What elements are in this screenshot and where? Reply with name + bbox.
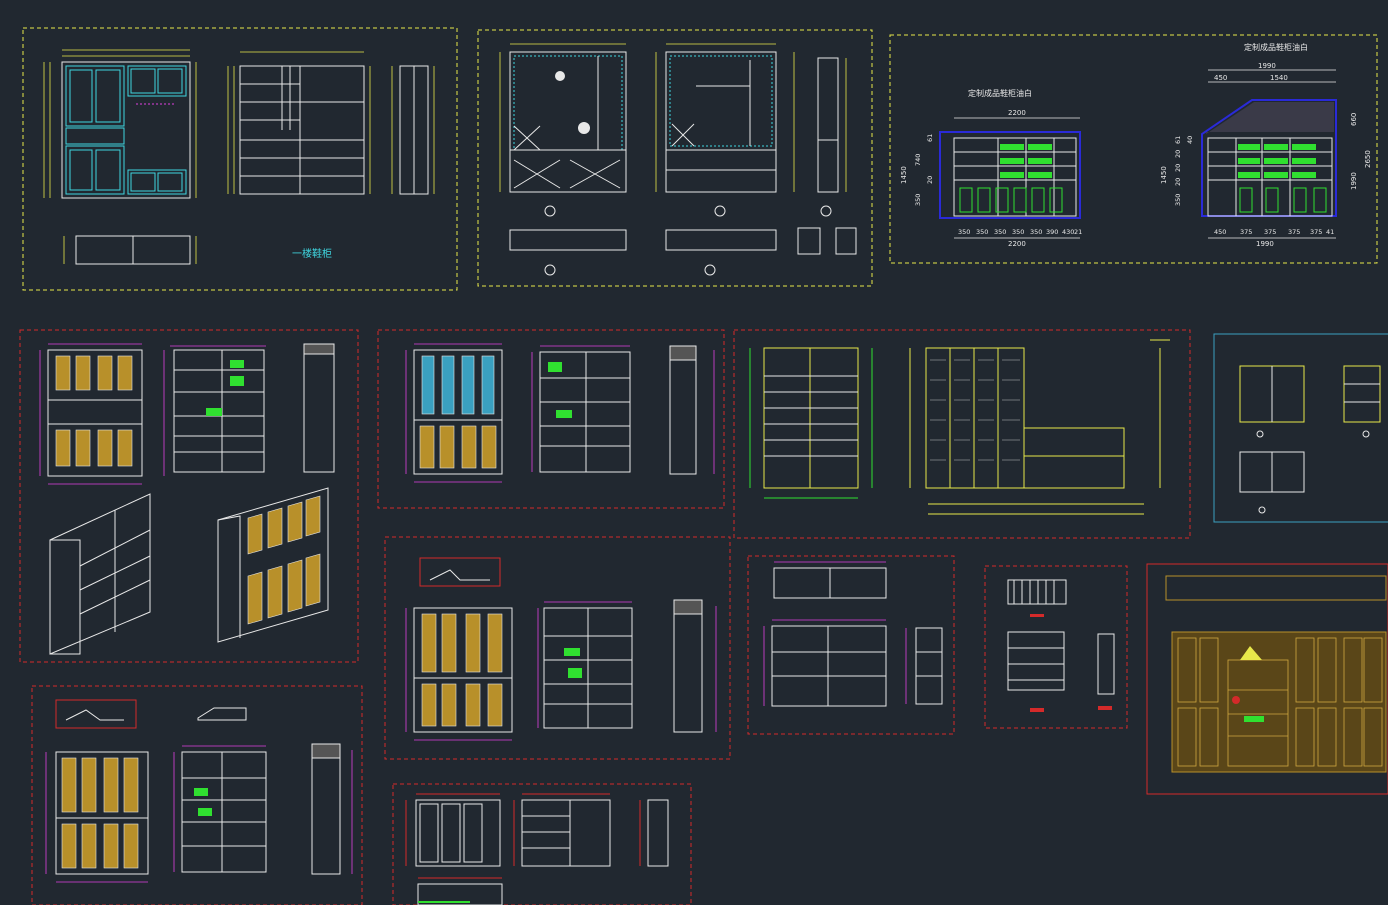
dim-right-part-2: 20	[1174, 164, 1182, 172]
side-section	[399, 65, 429, 195]
panel-12-shoe-cabinet	[31, 685, 363, 905]
dim-left-seg-3: 350	[1012, 228, 1024, 236]
panel-11-wardrobe-elevation	[1146, 563, 1388, 795]
panel-10-rack-details	[984, 565, 1128, 729]
dim-left-part-1: 350	[914, 194, 922, 206]
dim-left-seg-0: 350	[958, 228, 970, 236]
panel-7-small-cabinet	[1213, 333, 1388, 523]
dim-left-part-2: 20	[926, 176, 934, 184]
internal-elevation	[239, 65, 365, 195]
dim-left-seg-7: 21	[1074, 228, 1082, 236]
dim-right-part-1: 20	[1174, 178, 1182, 186]
dim-right-seg-1: 375	[1240, 228, 1252, 236]
dim-right-part-4: 61	[1174, 136, 1182, 144]
dim-left-height: 1450	[900, 166, 908, 184]
dim-left-part-3: 61	[926, 134, 934, 142]
dim-right-top1: 1990	[1258, 62, 1276, 70]
dim-right-top2-1: 1540	[1270, 74, 1288, 82]
dim-left-top: 2200	[1008, 109, 1026, 117]
dim-right-side2: 660	[1350, 113, 1358, 126]
panel-4-shoe-cabinet-axonometric	[19, 329, 359, 663]
panel-3-custom-shoe-cabinet: 定制成品鞋柜油白 定制成品鞋柜油白 2200 2200	[889, 34, 1378, 264]
dim-right-bottom: 1990	[1256, 240, 1274, 248]
front-elevation-cyan	[61, 61, 191, 199]
panel-1-shoe-cabinet-first-floor: 一楼鞋柜	[22, 27, 458, 291]
dim-right-part-3: 20	[1174, 150, 1182, 158]
dim-right-part-5: 40	[1186, 136, 1194, 144]
panel-9-low-shoe-cabinet	[747, 555, 955, 735]
panel-2-wine-cabinet	[477, 29, 873, 287]
dim-right-side: 2650	[1364, 150, 1372, 168]
panel-13-red-dims-cabinet	[392, 783, 692, 905]
panel-6-shoe-rack-and-wardrobe	[733, 329, 1191, 539]
dim-right-top2-0: 450	[1214, 74, 1227, 82]
dim-left-bottom: 2200	[1008, 240, 1026, 248]
dim-right-side3: 1990	[1350, 172, 1358, 190]
dim-right-seg-2: 375	[1264, 228, 1276, 236]
panel-5-glass-door-cabinet	[377, 329, 725, 509]
note-left: 定制成品鞋柜油白	[968, 88, 1032, 98]
note-right: 定制成品鞋柜油白	[1244, 42, 1308, 52]
plan-view	[75, 235, 191, 265]
dim-right-height: 1450	[1160, 166, 1168, 184]
panel-8-shoe-cabinet-with-profile	[384, 536, 731, 760]
dim-left-seg-2: 350	[994, 228, 1006, 236]
left-shoe-cabinet: 2200 2200 350 350 350 350 350 390 430 21…	[900, 109, 1082, 248]
dim-left-part-0: 740	[914, 154, 922, 166]
dim-right-seg-5: 41	[1326, 228, 1334, 236]
right-shoe-cabinet: 1990 450 1540 1990 450 375 375 375 375 4…	[1160, 62, 1372, 248]
dim-left-seg-4: 350	[1030, 228, 1042, 236]
dim-left-seg-1: 350	[976, 228, 988, 236]
dim-right-seg-4: 375	[1310, 228, 1322, 236]
dim-right-seg-3: 375	[1288, 228, 1300, 236]
dim-left-seg-5: 390	[1046, 228, 1058, 236]
dim-right-seg-0: 450	[1214, 228, 1226, 236]
dim-left-seg-6: 430	[1062, 228, 1074, 236]
dim-right-part-0: 350	[1174, 194, 1182, 206]
panel-1-title: 一楼鞋柜	[292, 247, 332, 260]
